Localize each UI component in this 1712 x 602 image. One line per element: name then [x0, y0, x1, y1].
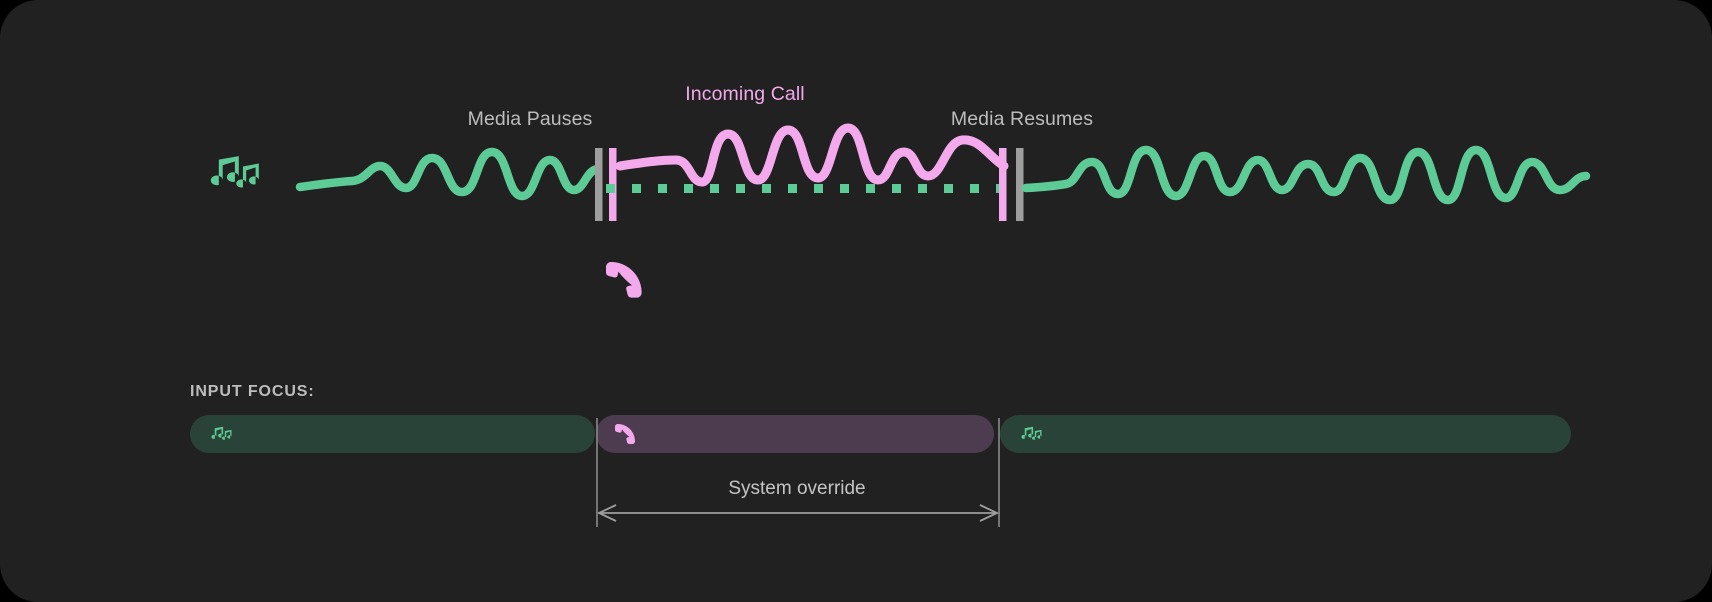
phone-handset-icon: [606, 262, 642, 298]
marker-resume-grey: [1016, 148, 1024, 221]
input-focus-heading: INPUT FOCUS:: [190, 383, 315, 400]
focus-pill-media-right[interactable]: [1000, 415, 1571, 453]
label-incoming-call: Incoming Call: [685, 83, 805, 105]
system-override-caption: System override: [728, 478, 866, 499]
waveform-media-before: [295, 147, 603, 201]
music-notes-icon: [209, 424, 233, 444]
override-arrow-head-right: [979, 504, 1000, 522]
waveform-call: [615, 123, 1009, 187]
marker-pause-grey: [595, 148, 603, 221]
music-notes-icon: [210, 156, 259, 188]
music-notes-icon: [1019, 424, 1043, 444]
label-media-resumes: Media Resumes: [950, 108, 1094, 130]
label-media-pauses: Media Pauses: [467, 108, 593, 130]
override-arrow-head-left: [596, 504, 617, 522]
waveform-svg: [210, 123, 1591, 298]
phone-handset-icon: [615, 424, 635, 444]
marker-call-end-pink: [999, 148, 1007, 221]
waveform-media-after: [1021, 145, 1591, 205]
focus-pill-media-left[interactable]: [190, 415, 595, 453]
focus-pill-call[interactable]: [596, 415, 994, 453]
